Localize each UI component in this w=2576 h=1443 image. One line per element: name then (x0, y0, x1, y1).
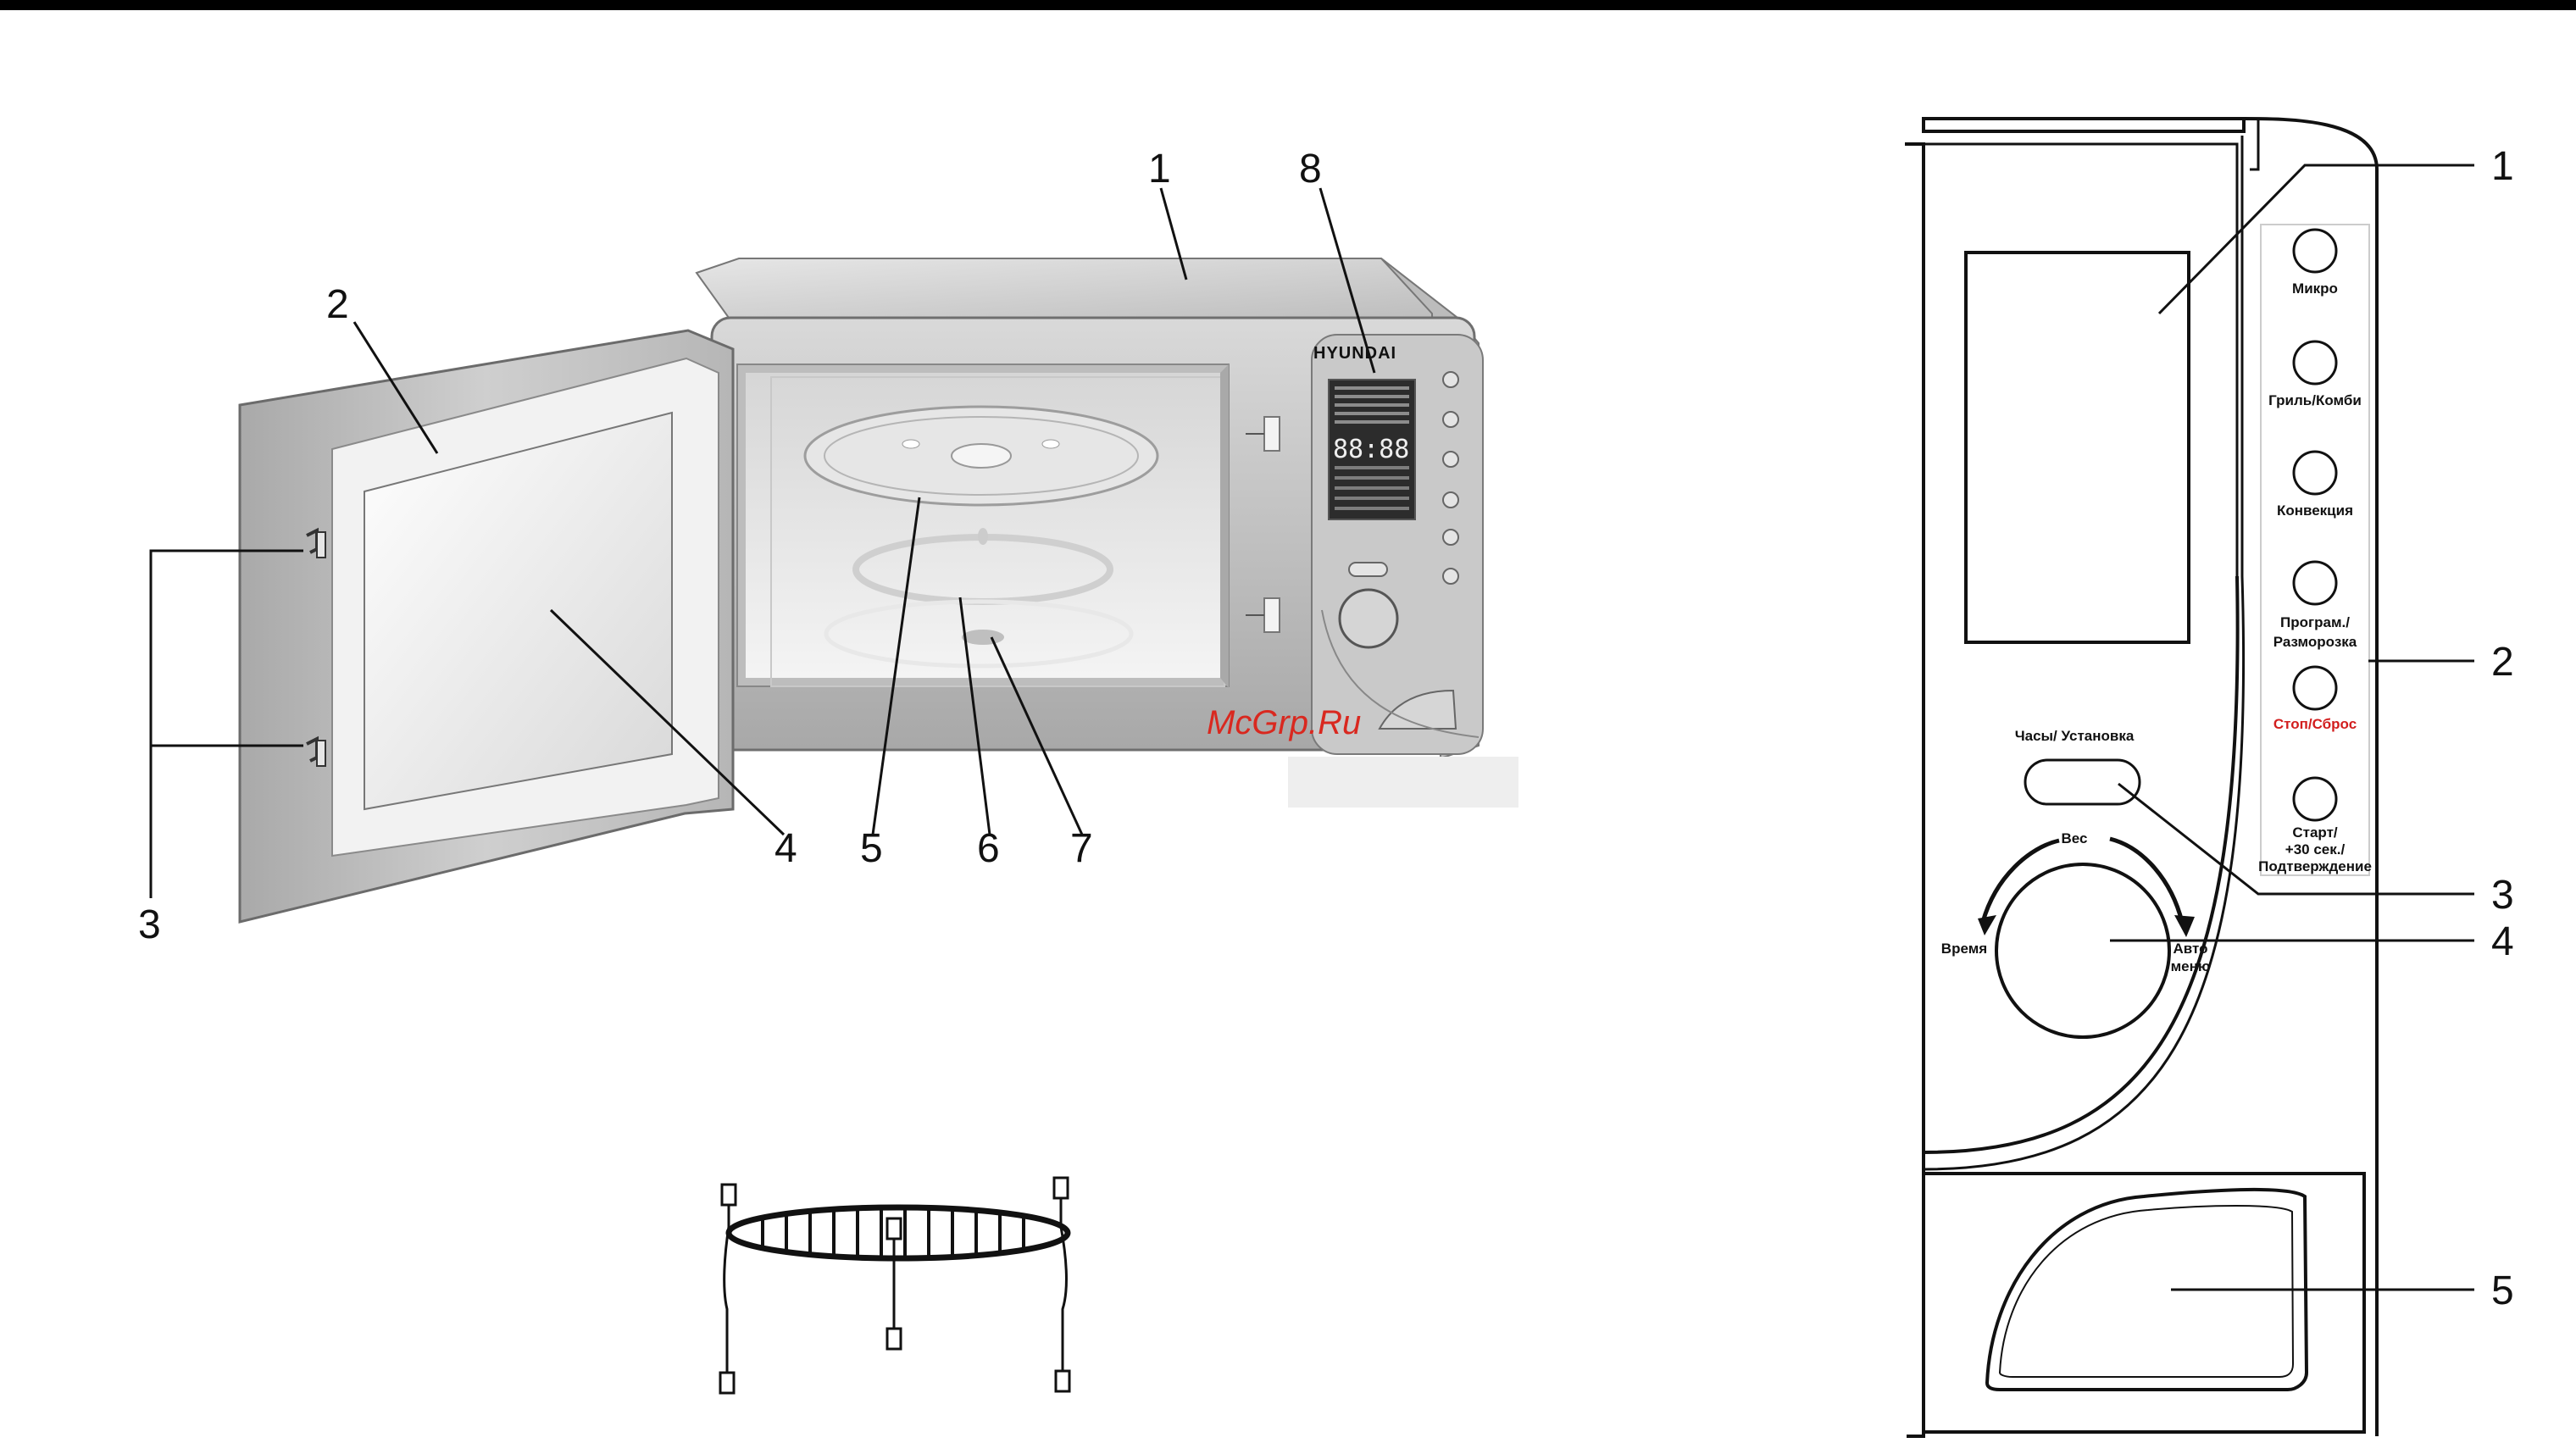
label-convection: Конвекция (2277, 502, 2353, 519)
label-dial-time: Время (1941, 941, 1987, 957)
label-dial-auto: Авто (2174, 941, 2208, 957)
watermark: McGrp.Ru (1207, 704, 1361, 741)
label-dial-weight: Вес (2062, 830, 2088, 846)
label-confirm: Подтверждение (2258, 858, 2372, 874)
callout-right-3: 3 (2491, 873, 2514, 918)
callout-left-8: 8 (1299, 147, 1322, 191)
callout-left-7: 7 (1070, 826, 1093, 871)
label-stop-reset: Стоп/Сброс (2273, 716, 2357, 732)
callout-right-5: 5 (2491, 1268, 2514, 1313)
display-digits: 88:88 (1333, 435, 1409, 464)
callout-left-6: 6 (977, 826, 1000, 871)
label-micro: Микро (2292, 280, 2338, 297)
callout-left-3: 3 (138, 902, 161, 947)
callout-left-2: 2 (326, 282, 349, 327)
label-program: Програм./ (2280, 614, 2350, 630)
label-defrost: Разморозка (2273, 634, 2357, 650)
label-start: Старт/ (2292, 824, 2338, 841)
microwave-front-view: HYUNDAI 88:88 (697, 258, 1518, 808)
label-dial-menu: меню (2171, 958, 2211, 974)
callout-left-4: 4 (774, 826, 797, 871)
microwave-door (240, 330, 733, 922)
label-clock-set: Часы/ Установка (2015, 728, 2135, 744)
label-plus-30: +30 сек./ (2285, 841, 2346, 857)
callout-left-1: 1 (1148, 147, 1171, 191)
brand-logo: HYUNDAI (1313, 344, 1396, 363)
callout-left-5: 5 (860, 826, 883, 871)
callout-right-4: 4 (2491, 919, 2514, 964)
control-panel-view (1905, 119, 2377, 1436)
callout-right-2: 2 (2491, 640, 2514, 685)
label-grill-combi: Гриль/Комби (2268, 392, 2362, 408)
right-callout-numbers: 1 2 3 4 5 (2491, 144, 2514, 1313)
callout-right-1: 1 (2491, 144, 2514, 189)
grill-rack (720, 1178, 1069, 1393)
